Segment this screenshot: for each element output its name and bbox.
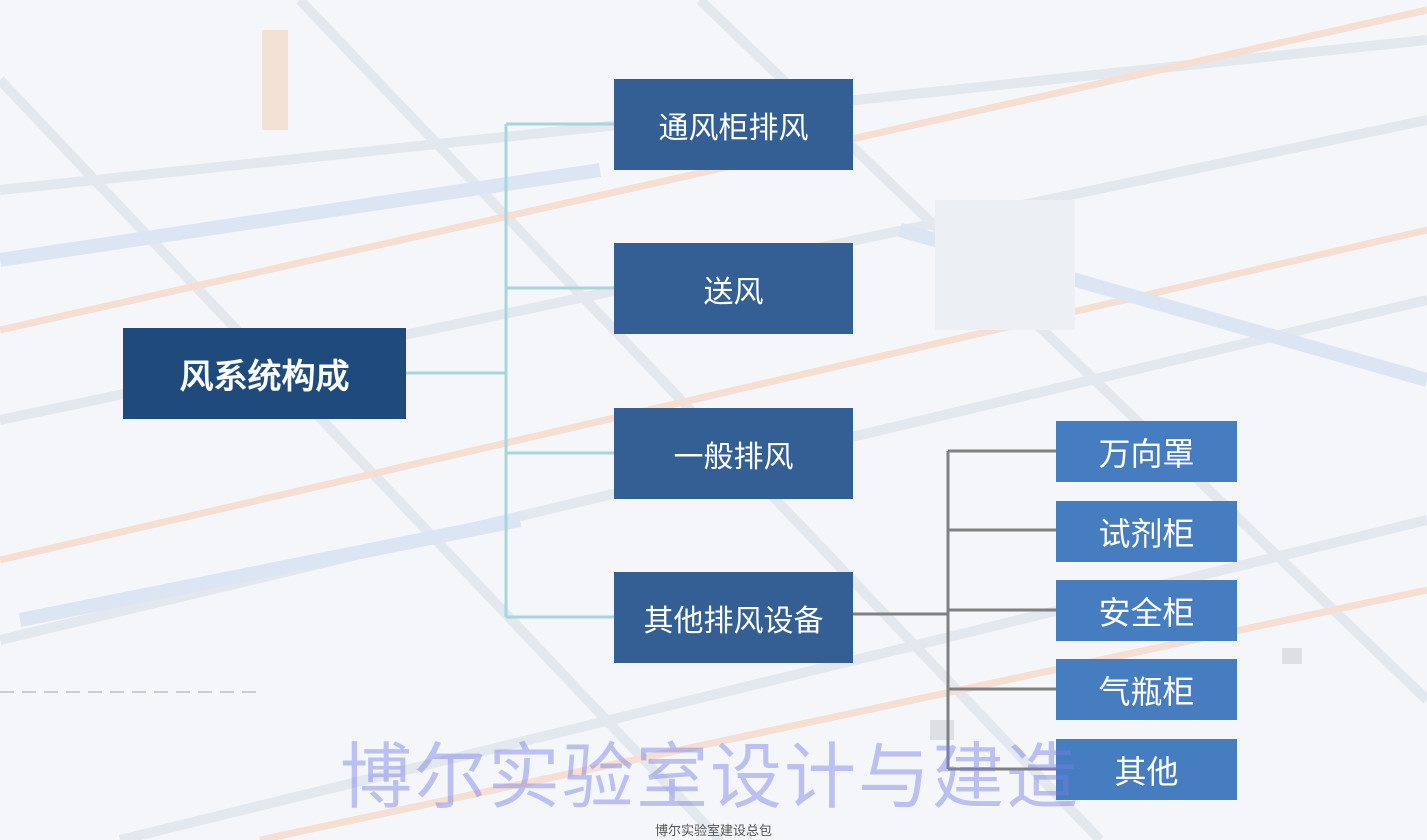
- root-node-label: 风系统构成: [179, 357, 350, 397]
- sub-node-other: 其他: [1056, 739, 1237, 800]
- root-node: 风系统构成: [123, 328, 406, 419]
- sub-node-label: 其他: [1114, 752, 1179, 791]
- footer-text: 博尔实验室建设总包: [654, 824, 772, 839]
- sub-node-label: 安全柜: [1098, 593, 1195, 632]
- branch-node-label: 送风: [703, 274, 764, 310]
- branch-node-general-exhaust: 一般排风: [614, 408, 853, 499]
- branch-node-label: 一般排风: [673, 439, 794, 475]
- branch-node-fume-hood-exhaust: 通风柜排风: [614, 79, 853, 170]
- sub-node-universal-hood: 万向罩: [1056, 421, 1237, 482]
- branch-node-label: 其他排风设备: [643, 603, 824, 639]
- watermark-text: 博尔实验室设计与建造: [340, 735, 1081, 819]
- sub-node-gas-cylinder-cabinet: 气瓶柜: [1056, 659, 1237, 720]
- sub-node-label: 气瓶柜: [1098, 672, 1195, 711]
- sub-node-label: 试剂柜: [1098, 514, 1195, 553]
- branch-node-label: 通风柜排风: [658, 110, 809, 146]
- sub-node-reagent-cabinet: 试剂柜: [1056, 501, 1237, 562]
- branch-node-supply-air: 送风: [614, 243, 853, 334]
- branch-node-other-exhaust-equipment: 其他排风设备: [614, 572, 853, 663]
- sub-node-safety-cabinet: 安全柜: [1056, 580, 1237, 641]
- sub-node-label: 万向罩: [1098, 434, 1195, 473]
